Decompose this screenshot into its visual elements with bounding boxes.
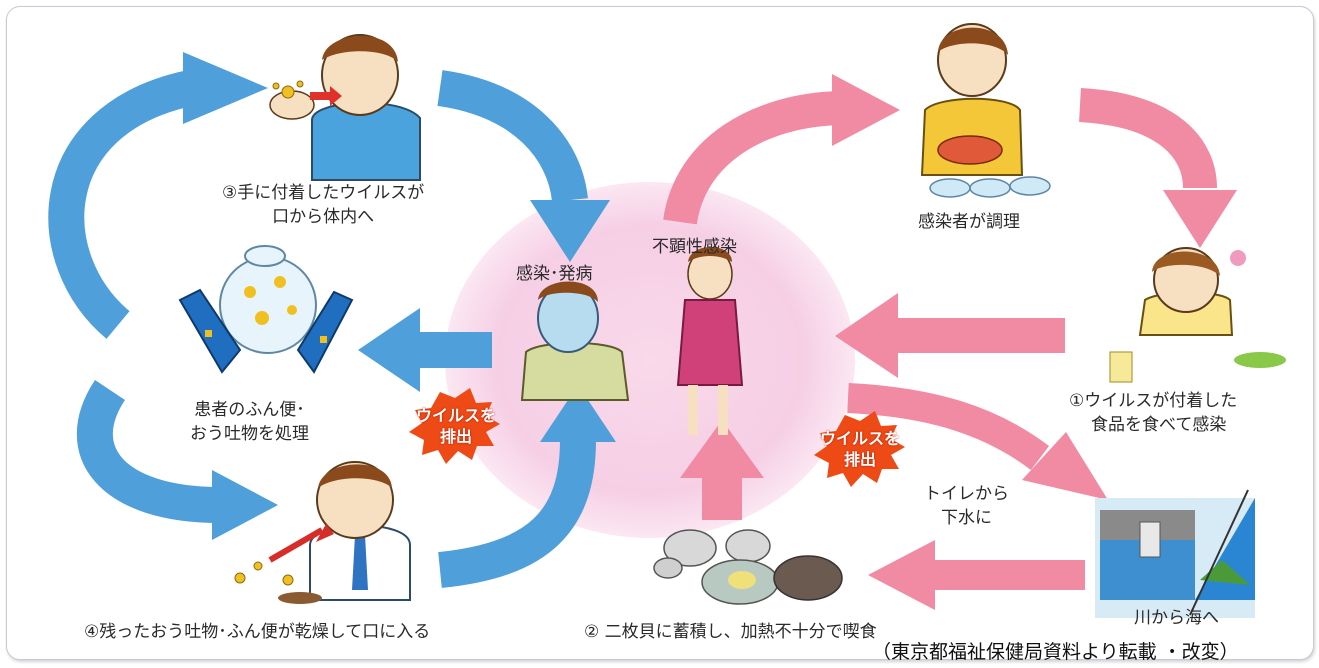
infection-zone <box>445 182 855 538</box>
source-note: （東京都福祉保健局資料より転載 ・改変） <box>872 641 1239 663</box>
arrow-cook-to-eat-head <box>1163 190 1237 248</box>
arrow-top-to-center <box>437 70 588 203</box>
step1-label-line2: 食品を食べて感染 <box>1091 415 1227 435</box>
arrow-bottom-to-center-head <box>540 385 616 442</box>
handling-label: 患者のふん便･ おう吐物を処理 <box>190 398 309 446</box>
arrow-bottom-to-center <box>438 439 596 588</box>
virus-shed-right-text: ウイルスを 排出 <box>816 428 904 470</box>
step3-label: ③手に付着したウイルスが 口から体内へ <box>222 181 424 229</box>
arrow-cook-to-eat <box>1078 88 1217 189</box>
blue-arrows <box>48 52 616 588</box>
virus-burst-left <box>409 388 500 464</box>
handling-label-line2: おう吐物を処理 <box>190 424 309 444</box>
arrow-handling-down <box>76 380 221 523</box>
river-sea-label: 川から海へ <box>1134 608 1219 628</box>
arrow-left-loop-up <box>48 70 195 339</box>
girl-eating-illustration <box>1109 247 1286 383</box>
virus-burst-right <box>814 411 905 487</box>
infected-sick-label: 感染･発病 <box>516 264 593 284</box>
man-hand-to-mouth-illustration <box>269 34 421 181</box>
virus-shed-right-line2: 排出 <box>843 450 876 469</box>
arrow-left-loop-up-head <box>183 52 268 124</box>
step1-label-line1: ①ウイルスが付着した <box>1069 391 1238 411</box>
virus-shed-left-line2: 排出 <box>439 427 472 446</box>
pink-arrows <box>663 74 1237 610</box>
arrow-center-to-toilet-head <box>1022 432 1108 500</box>
arrow-top-to-center-head <box>530 200 610 262</box>
toilet-label: トイレから 下水に <box>924 482 1009 530</box>
cook-illustration <box>920 23 1051 198</box>
step3-label-line1: ③手に付着したウイルスが <box>222 183 425 203</box>
arrow-center-to-cook <box>663 91 841 226</box>
arrow-eat-to-center <box>835 293 1065 378</box>
arrow-center-to-toilet <box>847 383 1050 471</box>
virus-shed-left-text: ウイルスを 排出 <box>412 405 500 447</box>
arrow-center-to-cook-head <box>832 74 900 146</box>
gloves-and-bag-illustration <box>178 245 354 374</box>
handling-label-line1: 患者のふん便･ <box>194 400 305 420</box>
asymptomatic-woman-illustration <box>676 247 744 435</box>
step1-label: ①ウイルスが付着した 食品を食べて感染 <box>1069 389 1237 437</box>
arrow-shellfish-to-center <box>680 420 764 520</box>
toilet-label-line1: トイレから <box>924 484 1009 504</box>
step2-label: ② 二枚貝に蓄積し、加熱不十分で喫食 <box>584 622 877 642</box>
cook-label: 感染者が調理 <box>918 212 1020 232</box>
virus-shed-right-line1: ウイルスを <box>819 429 900 448</box>
step3-label-line2: 口から体内へ <box>272 207 375 227</box>
man-inhaling-illustration <box>234 461 411 604</box>
asymptomatic-label: 不顕性感染 <box>652 237 737 257</box>
virus-shed-left-line1: ウイルスを <box>415 406 496 425</box>
sick-person-illustration <box>520 281 630 401</box>
arrow-handling-down-head <box>212 470 278 540</box>
step4-label: ④残ったおう吐物･ふん便が乾燥して口に入る <box>84 622 431 642</box>
toilet-label-line2: 下水に <box>941 508 992 528</box>
arrow-center-to-handling <box>358 308 492 392</box>
arrow-sea-to-shellfish <box>868 540 1085 610</box>
shellfish-illustration <box>653 529 843 605</box>
river-to-sea-illustration <box>1095 489 1255 618</box>
